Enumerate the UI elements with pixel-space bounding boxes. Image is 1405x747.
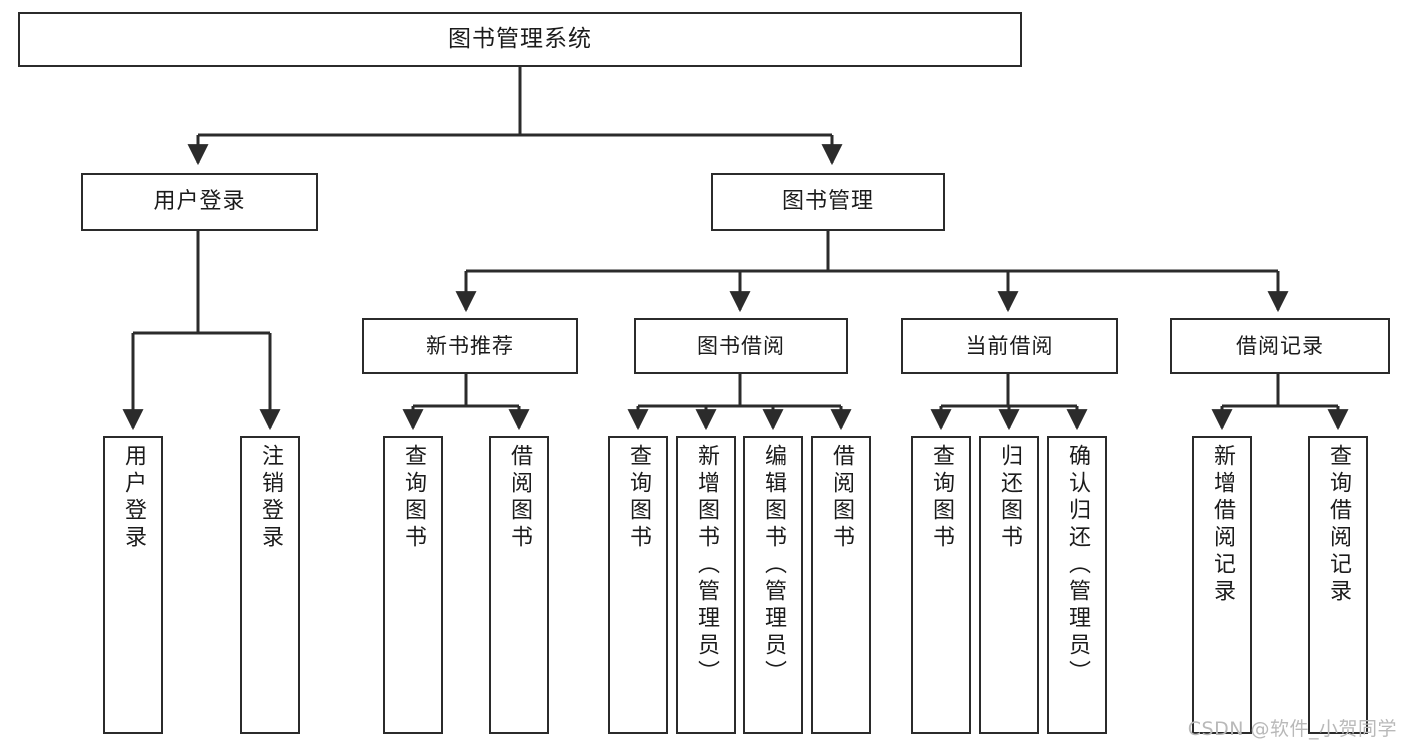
node-book-borrow[interactable]: 图书借阅 — [634, 318, 848, 374]
node-leaf-confirm-return-label: 确认归还（管理员） — [1065, 444, 1090, 687]
node-new-book-recommend-label: 新书推荐 — [426, 333, 514, 358]
node-leaf-add-book-label: 新增图书（管理员） — [694, 444, 719, 687]
node-leaf-confirm-return[interactable]: 确认归还（管理员） — [1047, 436, 1107, 734]
node-current-borrow[interactable]: 当前借阅 — [901, 318, 1118, 374]
node-leaf-user-login[interactable]: 用户登录 — [103, 436, 163, 734]
node-leaf-return-book[interactable]: 归还图书 — [979, 436, 1039, 734]
node-root[interactable]: 图书管理系统 — [18, 12, 1022, 67]
node-leaf-user-login-label: 用户登录 — [121, 444, 146, 552]
node-leaf-edit-book[interactable]: 编辑图书（管理员） — [743, 436, 803, 734]
node-leaf-query-book-3-label: 查询图书 — [929, 444, 954, 552]
watermark-text: CSDN @软件_小贺同学 — [1187, 718, 1397, 740]
node-new-book-recommend[interactable]: 新书推荐 — [362, 318, 578, 374]
node-leaf-query-record-label: 查询借阅记录 — [1326, 444, 1351, 606]
node-book-borrow-label: 图书借阅 — [697, 333, 785, 358]
node-leaf-logout[interactable]: 注销登录 — [240, 436, 300, 734]
node-current-borrow-label: 当前借阅 — [965, 333, 1054, 358]
node-user-login-label: 用户登录 — [153, 189, 246, 215]
node-leaf-return-book-label: 归还图书 — [997, 444, 1022, 552]
node-leaf-logout-label: 注销登录 — [258, 444, 283, 552]
node-book-manage-label: 图书管理 — [781, 189, 874, 215]
node-leaf-add-record-label: 新增借阅记录 — [1210, 444, 1235, 606]
node-borrow-record-label: 借阅记录 — [1236, 333, 1324, 358]
node-leaf-borrow-book-1[interactable]: 借阅图书 — [489, 436, 549, 734]
node-borrow-record[interactable]: 借阅记录 — [1170, 318, 1390, 374]
node-leaf-query-book-1-label: 查询图书 — [401, 444, 426, 552]
node-leaf-add-record[interactable]: 新增借阅记录 — [1192, 436, 1252, 734]
node-leaf-edit-book-label: 编辑图书（管理员） — [761, 444, 786, 687]
node-leaf-borrow-book-1-label: 借阅图书 — [507, 444, 532, 552]
node-leaf-query-book-2[interactable]: 查询图书 — [608, 436, 668, 734]
node-leaf-borrow-book-2[interactable]: 借阅图书 — [811, 436, 871, 734]
node-book-manage[interactable]: 图书管理 — [711, 173, 945, 231]
node-leaf-query-record[interactable]: 查询借阅记录 — [1308, 436, 1368, 734]
node-leaf-borrow-book-2-label: 借阅图书 — [829, 444, 854, 552]
node-leaf-query-book-3[interactable]: 查询图书 — [911, 436, 971, 734]
node-leaf-query-book-1[interactable]: 查询图书 — [383, 436, 443, 734]
node-root-label: 图书管理系统 — [448, 25, 592, 52]
node-leaf-query-book-2-label: 查询图书 — [626, 444, 651, 552]
node-leaf-add-book[interactable]: 新增图书（管理员） — [676, 436, 736, 734]
node-user-login[interactable]: 用户登录 — [81, 173, 318, 231]
